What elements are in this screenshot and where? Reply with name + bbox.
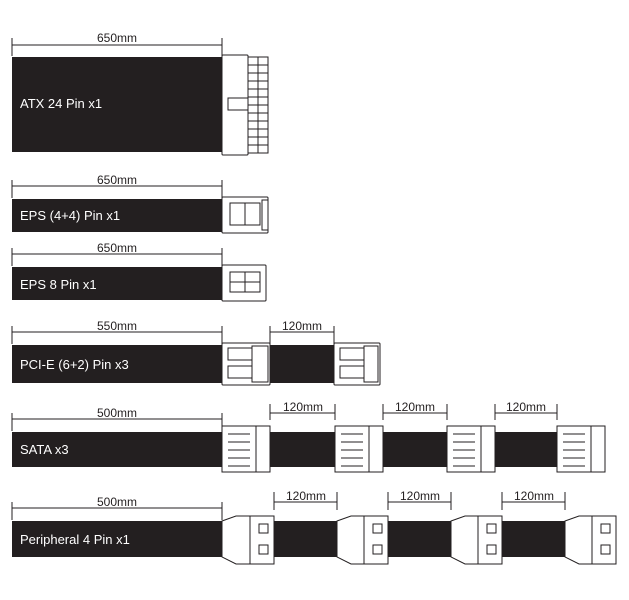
cable-eps8: 650mm EPS 8 Pin x1 xyxy=(11,241,267,302)
segment-length-label: 120mm xyxy=(514,489,554,503)
cable-sata: 500mm SATA x3 120mm 120mm xyxy=(11,400,606,473)
cable-segment xyxy=(274,521,337,557)
cable-label: Peripheral 4 Pin x1 xyxy=(20,532,130,547)
sata-connector-icon xyxy=(221,425,271,473)
cable-peripheral: 500mm Peripheral 4 Pin x1 120mm 120mm xyxy=(11,489,617,565)
cable-body xyxy=(12,57,222,152)
segment-length-label: 120mm xyxy=(395,400,435,414)
atx-24pin-connector-icon xyxy=(221,54,269,156)
cable-body xyxy=(12,345,222,383)
length-label: 500mm xyxy=(97,495,137,509)
cable-body xyxy=(12,199,222,232)
segment-length-label: 120mm xyxy=(283,400,323,414)
segment-length-label: 120mm xyxy=(400,489,440,503)
cable-atx: 650mm ATX 24 Pin x1 xyxy=(11,31,269,156)
molex-4pin-connector-icon xyxy=(450,515,503,565)
length-label: 650mm xyxy=(97,241,137,255)
segment-length-label: 120mm xyxy=(506,400,546,414)
cable-eps44: 650mm EPS (4+4) Pin x1 xyxy=(11,173,269,234)
length-label: 500mm xyxy=(97,406,137,420)
cable-segment xyxy=(495,432,557,467)
eps-4plus4-connector-icon xyxy=(221,196,269,234)
pcie-6plus2-connector-icon xyxy=(333,342,381,386)
length-label: 650mm xyxy=(97,173,137,187)
segment-length-label: 120mm xyxy=(286,489,326,503)
length-label: 650mm xyxy=(97,31,137,45)
cable-label: ATX 24 Pin x1 xyxy=(20,96,102,111)
cable-pcie: 550mm PCI-E (6+2) Pin x3 120mm xyxy=(11,319,381,386)
cable-label: EPS 8 Pin x1 xyxy=(20,277,97,292)
cable-segment xyxy=(383,432,447,467)
cable-segment xyxy=(388,521,451,557)
sata-connector-icon xyxy=(334,425,384,473)
molex-4pin-connector-icon xyxy=(336,515,389,565)
length-label: 550mm xyxy=(97,319,137,333)
eps-8pin-connector-icon xyxy=(221,264,267,302)
cable-label: PCI-E (6+2) Pin x3 xyxy=(20,357,129,372)
cable-body xyxy=(12,521,222,557)
pcie-6plus2-connector-icon xyxy=(221,342,271,386)
molex-4pin-connector-icon xyxy=(221,515,275,565)
cable-body xyxy=(12,267,222,300)
sata-connector-icon xyxy=(556,425,606,473)
cable-label: SATA x3 xyxy=(20,442,69,457)
cable-label: EPS (4+4) Pin x1 xyxy=(20,208,120,223)
segment-length-label: 120mm xyxy=(282,319,322,333)
cable-segment xyxy=(502,521,565,557)
cable-segment xyxy=(270,432,335,467)
cable-body xyxy=(12,432,222,467)
molex-4pin-connector-icon xyxy=(564,515,617,565)
cable-segment xyxy=(270,345,334,383)
sata-connector-icon xyxy=(446,425,496,473)
